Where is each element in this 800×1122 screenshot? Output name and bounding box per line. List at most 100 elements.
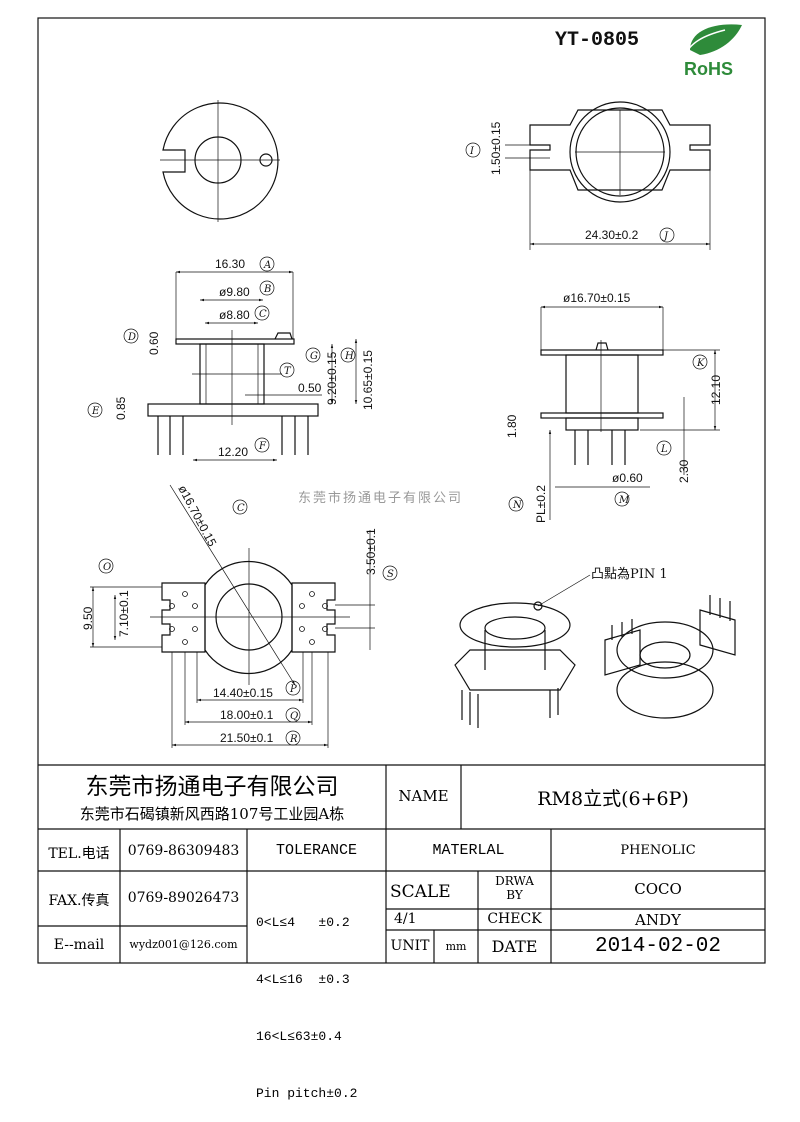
callout-letter: T xyxy=(284,366,292,377)
drawing-stroke xyxy=(699,609,736,656)
callout-letter: S xyxy=(387,569,394,580)
rohs-logo: RoHS xyxy=(682,24,742,79)
unit-value: mm xyxy=(445,940,467,953)
top-view-right: 1.50±0.15 I 24.30±0.2 J xyxy=(465,101,711,250)
watermark: 东莞市扬通电子有限公司 xyxy=(298,490,463,506)
tolerance-line: 0<L≤4 ±0.2 xyxy=(256,915,350,930)
name-label: NAME xyxy=(398,787,449,805)
callout-letter: J xyxy=(662,231,669,242)
tolerance-line: 4<L≤16 ±0.3 xyxy=(256,972,350,987)
drawing-stroke xyxy=(98,558,114,574)
callout-letter: P xyxy=(289,684,297,695)
drawn-by-label-line2: BY xyxy=(506,888,523,902)
tel-label: TEL.电话 xyxy=(48,846,110,862)
dimension-label: ø16.70±0.15 xyxy=(563,291,631,305)
material-label: MATERLAL xyxy=(432,842,505,859)
dimension-label: 9.50 xyxy=(81,606,95,630)
drawing-stroke xyxy=(682,29,726,59)
tolerance-table: 0<L≤4 ±0.2 4<L≤16 ±0.3 16<L≤63±0.4 Pin p… xyxy=(256,875,357,1122)
drawing-stroke xyxy=(169,626,175,632)
drawing-stroke xyxy=(533,601,543,611)
drawing-stroke xyxy=(690,24,742,55)
drawing-stroke xyxy=(169,603,175,609)
drawing-stroke xyxy=(309,639,315,645)
callout-letter: G xyxy=(310,351,318,362)
callout-letter: H xyxy=(344,351,354,362)
drawing-stroke xyxy=(182,591,188,597)
email-label: E--mail xyxy=(53,937,105,953)
drawing-stroke xyxy=(659,227,675,243)
dimension-label: 0.60 xyxy=(147,331,161,355)
callout-letter: Q xyxy=(290,711,298,722)
drawing-stroke xyxy=(322,626,328,632)
drawing-stroke xyxy=(254,437,270,453)
drawing-stroke xyxy=(639,641,691,669)
drawing-stroke xyxy=(574,430,626,465)
company-cell: 东莞市扬通电子有限公司 东莞市石碣镇新风西路107号工业园A栋 xyxy=(38,765,386,829)
callout-letter: R xyxy=(289,734,298,745)
dimension-label: 18.00±0.1 xyxy=(220,708,274,722)
dimension-label: 0.50 xyxy=(298,381,322,395)
drawing-stroke xyxy=(259,256,275,272)
drawn-by-label: DRWA BY xyxy=(478,874,551,902)
dimension-label: ø9.80 xyxy=(219,285,250,299)
drawing-stroke xyxy=(565,417,639,431)
dimension-label: ø8.80 xyxy=(219,308,250,322)
dimension-label: 1.80 xyxy=(505,414,519,438)
bottom-view: ø16.70±0.15 C 3.50±0.1 S 9.50 7.10±0.1 O… xyxy=(81,483,398,748)
callout-letter: E xyxy=(91,406,100,417)
scale-value: 4/1 xyxy=(394,911,417,927)
drawing-stroke xyxy=(279,362,295,378)
tel-value: 0769-86309483 xyxy=(127,843,240,859)
dimension-label: ø0.60 xyxy=(612,471,643,485)
drawing-stroke xyxy=(616,621,714,679)
drawing-stroke xyxy=(87,402,103,418)
drawing-stroke xyxy=(614,491,630,507)
tolerance-label: TOLERANCE xyxy=(275,842,357,859)
drawing-stroke xyxy=(123,328,139,344)
dimension-label: 2.30 xyxy=(677,459,691,483)
dimension-label: 16.30 xyxy=(215,257,245,271)
drawing-stroke xyxy=(540,349,664,356)
dimension-label: 12.10 xyxy=(709,375,723,405)
isometric-view-2 xyxy=(604,595,736,719)
scale-label: SCALE xyxy=(390,882,451,902)
drawing-stroke xyxy=(285,730,301,746)
drawing-stroke xyxy=(305,347,321,363)
drawing-stroke xyxy=(299,603,305,609)
callout-letter: M xyxy=(618,495,630,506)
dimension-label: ø16.70±0.15 xyxy=(175,483,219,549)
drawn-by-value: COCO xyxy=(634,880,682,898)
drawing-stroke xyxy=(204,560,293,675)
drawing-stroke xyxy=(232,499,248,515)
drawing-stroke xyxy=(169,484,296,686)
callout-letter: B xyxy=(263,284,271,295)
drawing-stroke xyxy=(656,440,672,456)
dimension-label: 0.85 xyxy=(114,396,128,420)
drawing-stroke xyxy=(454,649,576,691)
dim-i: 1.50±0.15 xyxy=(489,121,503,175)
drawing-frame xyxy=(37,17,766,964)
dimension-label: 9.20±0.15 xyxy=(325,351,339,405)
dimension-label: PL±0.2 xyxy=(534,485,548,523)
drawing-stroke xyxy=(611,595,731,640)
callout-letter: K xyxy=(696,358,705,369)
callout-letter: C xyxy=(237,503,245,514)
part-number: YT-0805 xyxy=(555,29,639,52)
callout-letter: C xyxy=(259,309,267,320)
callout-letter: D xyxy=(127,332,136,343)
drawing-stroke xyxy=(540,412,664,419)
drawing-stroke xyxy=(309,591,315,597)
rohs-text: RoHS xyxy=(684,59,733,79)
drawing-stroke xyxy=(322,603,328,609)
date-value: 2014-02-02 xyxy=(594,935,722,958)
callout-letter: F xyxy=(258,441,267,452)
check-label: CHECK xyxy=(487,911,542,927)
check-value: ANDY xyxy=(635,911,681,929)
drawing-stroke xyxy=(508,496,524,512)
drawing-stroke xyxy=(595,342,609,351)
drawing-stroke xyxy=(285,680,301,696)
dimension-label: 14.40±0.15 xyxy=(213,686,273,700)
drawn-by-label-line1: DRWA xyxy=(495,874,534,888)
tolerance-line: Pin pitch±0.2 xyxy=(256,1086,358,1101)
